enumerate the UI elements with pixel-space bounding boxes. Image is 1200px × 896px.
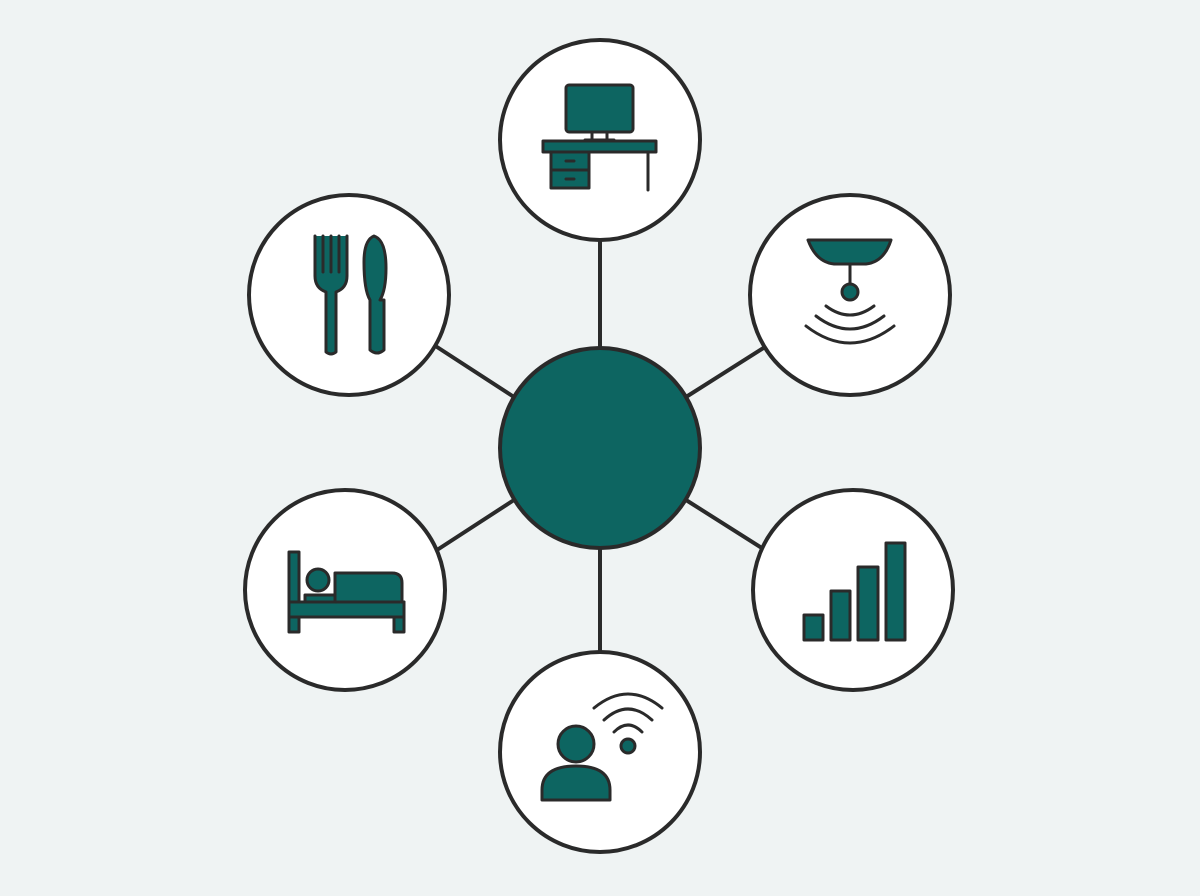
connector-upper-left (435, 345, 516, 399)
connectors (435, 238, 767, 657)
bed-icon (287, 550, 406, 634)
connector-lower-left (435, 498, 516, 552)
connector-upper-right (684, 345, 767, 399)
hub-node (498, 346, 702, 550)
person-wifi-icon (540, 692, 664, 802)
node-bottom (498, 650, 702, 854)
signal-bars-icon (802, 541, 907, 642)
node-circle (247, 193, 451, 397)
node-top (498, 38, 702, 242)
fork-knife-icon (313, 234, 388, 356)
node-circle (498, 650, 702, 854)
node-upper-right (748, 193, 952, 397)
node-lower-right (751, 488, 955, 692)
node-upper-left (247, 193, 451, 397)
node-lower-left (243, 488, 447, 692)
connector-lower-right (684, 498, 767, 552)
node-circle (751, 488, 955, 692)
ceiling-sensor-icon (804, 238, 896, 345)
desk-computer-icon (541, 83, 658, 192)
